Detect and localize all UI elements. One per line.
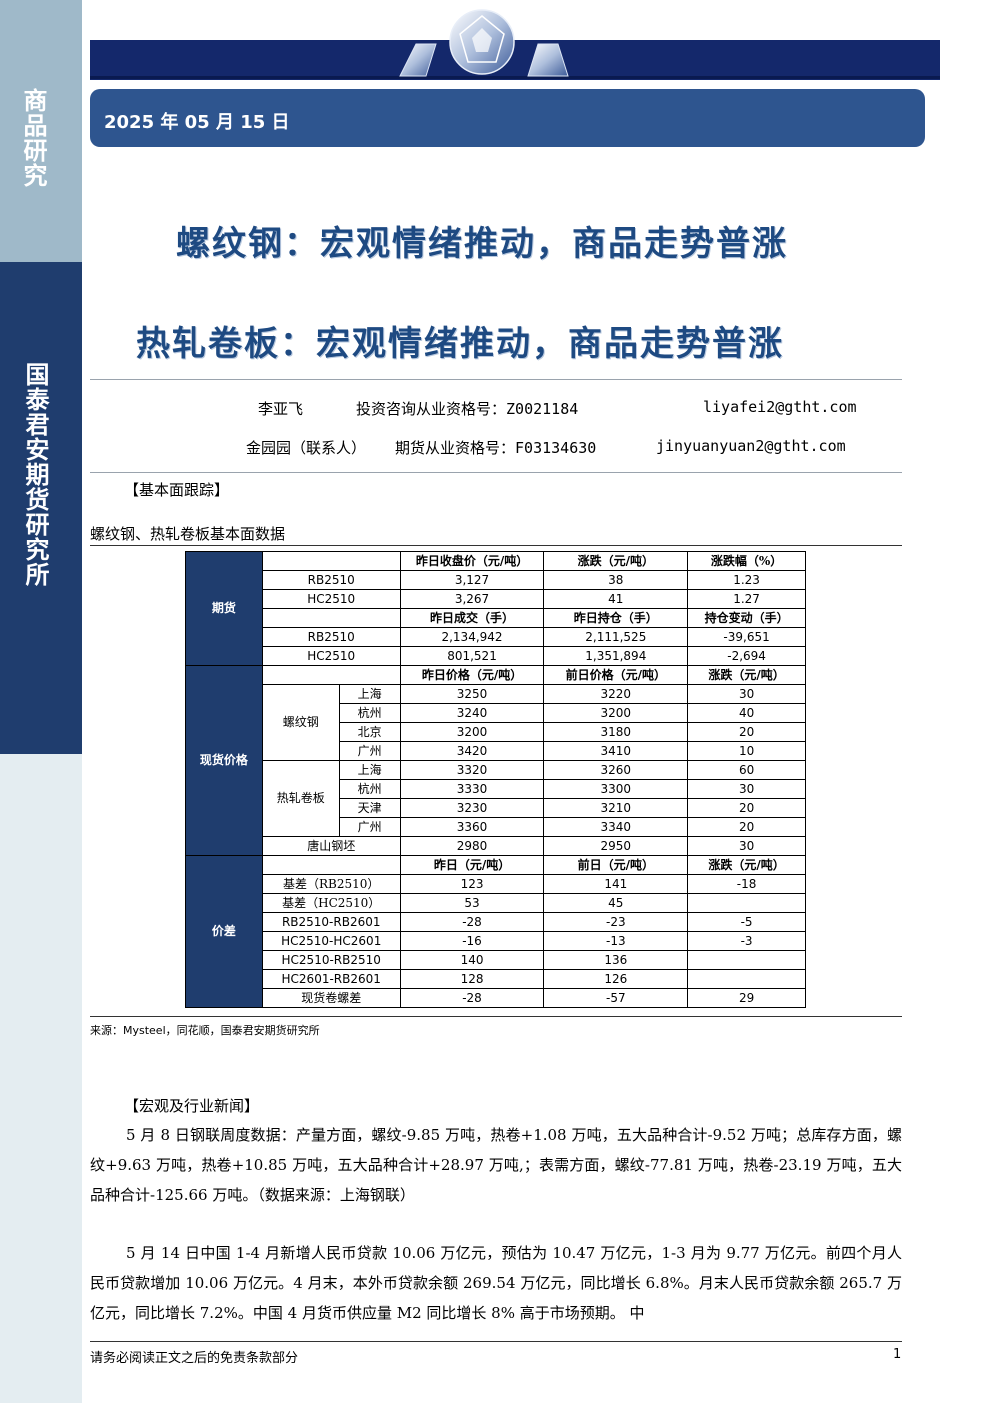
subgroup-rebar: 螺纹钢: [261, 684, 340, 761]
row-label: 基差（RB2510）: [261, 874, 401, 894]
row-label: RB2510: [261, 627, 401, 647]
table-row: 现货卷螺差 -28 -57 29: [186, 988, 806, 1008]
table-row: 价差 昨日（元/吨） 前日（元/吨） 涨跌（元/吨）: [185, 855, 806, 1008]
sidebar-middle: [0, 262, 82, 754]
author-1-email[interactable]: liyafei2@gtht.com: [703, 398, 857, 416]
diamond-logo-icon: [399, 9, 569, 77]
column-header: 昨日持仓（手）: [543, 608, 689, 628]
table-bottom-divider: [90, 1016, 902, 1017]
sidebar-category-label: 商品研究: [19, 88, 48, 188]
column-header: 昨日收盘价（元/吨）: [399, 551, 545, 571]
table-row: 杭州 3240 3200 40: [186, 703, 806, 723]
row-label: 现货卷螺差: [261, 988, 401, 1008]
column-header: 前日（元/吨）: [543, 855, 689, 875]
sidebar-top: [0, 0, 82, 262]
author-top-divider: [90, 379, 902, 380]
column-header: 前日价格（元/吨）: [543, 665, 689, 685]
table-row: 天津 3230 3210 20: [186, 798, 806, 818]
table-caption-divider: [90, 545, 902, 546]
column-header: 涨跌（元/吨）: [543, 551, 689, 571]
row-label: HC2510: [261, 589, 401, 609]
table-row: HC2510-RB2510 140 136: [186, 950, 806, 970]
group-spot: 现货价格: [185, 665, 263, 856]
table-row: RB2510-RB2601 -28 -23 -5: [186, 912, 806, 932]
title-hrc: 热轧卷板：宏观情绪推动，商品走势普涨: [136, 324, 784, 364]
header-underline: [90, 76, 940, 79]
table-row: RB2510 2,134,942 2,111,525 -39,651: [186, 627, 806, 647]
table-row: 螺纹钢 上海 3250 3220 30: [186, 684, 806, 761]
table-row: 基差（HC2510） 53 45: [186, 893, 806, 913]
table-row: RB2510 3,127 38 1.23: [186, 570, 806, 590]
table-row: 期货 昨日收盘价（元/吨） 涨跌（元/吨） 涨跌幅（%）: [185, 551, 806, 666]
row-label: HC2510: [261, 646, 401, 666]
sidebar-bottom: [0, 754, 82, 1403]
row-label: HC2601-RB2601: [261, 969, 401, 989]
column-header: 涨跌（元/吨）: [687, 665, 806, 685]
author-2-qual-number: F03134630: [515, 439, 597, 457]
page-number: 1: [893, 1347, 902, 1362]
source-note: 来源：Mysteel，同花顺，国泰君安期货研究所: [90, 1024, 320, 1037]
column-header: 持仓变动（手）: [687, 608, 806, 628]
header-banner: [90, 40, 940, 80]
section-news-heading: 【宏观及行业新闻】: [124, 1097, 260, 1115]
table-row: 基差（RB2510） 123 141 -18: [186, 874, 806, 894]
author-2-qualification: 期货从业资格号：F03134630: [395, 437, 596, 458]
author-1-name: 李亚飞: [258, 400, 304, 418]
report-date: 2025 年 05 月 15 日: [104, 112, 290, 133]
table-row: HC2601-RB2601 128 126: [186, 969, 806, 989]
table-row: 现货价格 昨日价格（元/吨） 前日价格（元/吨） 涨跌（元/吨）: [185, 665, 806, 856]
table-row: 广州 3360 3340 20: [186, 817, 806, 837]
row-label: RB2510: [261, 570, 401, 590]
author-1-qual-label: 投资咨询从业资格号：: [356, 400, 507, 418]
row-label: HC2510-RB2510: [261, 950, 401, 970]
author-1-qual-number: Z0021184: [506, 400, 579, 418]
author-2-email[interactable]: jinyuanyuan2@gtht.com: [656, 437, 846, 455]
group-spread: 价差: [185, 855, 263, 1008]
news-paragraph-2: 5 月 14 日中国 1-4 月新增人民币贷款 10.06 万亿元，预估为 10…: [90, 1244, 902, 1322]
author-2-name: 金园园（联系人）: [246, 439, 367, 457]
sidebar-org-label: 国泰君安期货研究所: [21, 362, 50, 587]
row-label: 唐山钢坯: [261, 836, 401, 856]
row-label: RB2510-RB2601: [261, 912, 401, 932]
author-bottom-divider: [90, 472, 902, 473]
column-header: 昨日成交（手）: [399, 608, 545, 628]
fundamental-data-table: 期货 昨日收盘价（元/吨） 涨跌（元/吨） 涨跌幅（%） RB2510 3,12…: [185, 551, 806, 1008]
column-header: 涨跌（元/吨）: [687, 855, 806, 875]
table-caption: 螺纹钢、热轧卷板基本面数据: [90, 525, 286, 543]
column-header: 昨日价格（元/吨）: [399, 665, 545, 685]
subgroup-hrc: 热轧卷板: [261, 760, 340, 837]
footer-divider: [90, 1341, 902, 1342]
section-fundamental-heading: 【基本面跟踪】: [124, 481, 230, 499]
table-row: 唐山钢坯 2980 2950 30: [186, 836, 806, 856]
group-futures: 期货: [185, 551, 263, 666]
table-row: HC2510-HC2601 -16 -13 -3: [186, 931, 806, 951]
table-row: HC2510 3,267 41 1.27: [186, 589, 806, 609]
table-row: HC2510 801,521 1,351,894 -2,694: [186, 646, 806, 666]
table-row: 昨日成交（手） 昨日持仓（手） 持仓变动（手）: [186, 608, 806, 628]
author-1-qualification: 投资咨询从业资格号：Z0021184: [356, 398, 578, 419]
author-2-qual-label: 期货从业资格号：: [395, 439, 516, 457]
date-banner: [90, 89, 925, 147]
news-paragraph-1: 5 月 8 日钢联周度数据：产量方面，螺纹-9.85 万吨，热卷+1.08 万吨…: [90, 1126, 902, 1204]
table-row: 热轧卷板 上海 3320 3260 60: [186, 760, 806, 837]
column-header: 涨跌幅（%）: [687, 551, 806, 571]
title-rebar: 螺纹钢：宏观情绪推动，商品走势普涨: [176, 224, 788, 264]
row-label: 基差（HC2510）: [261, 893, 401, 913]
footer-disclaimer: 请务必阅读正文之后的免责条款部分: [90, 1351, 299, 1366]
column-header: 昨日（元/吨）: [399, 855, 545, 875]
row-label: HC2510-HC2601: [261, 931, 401, 951]
